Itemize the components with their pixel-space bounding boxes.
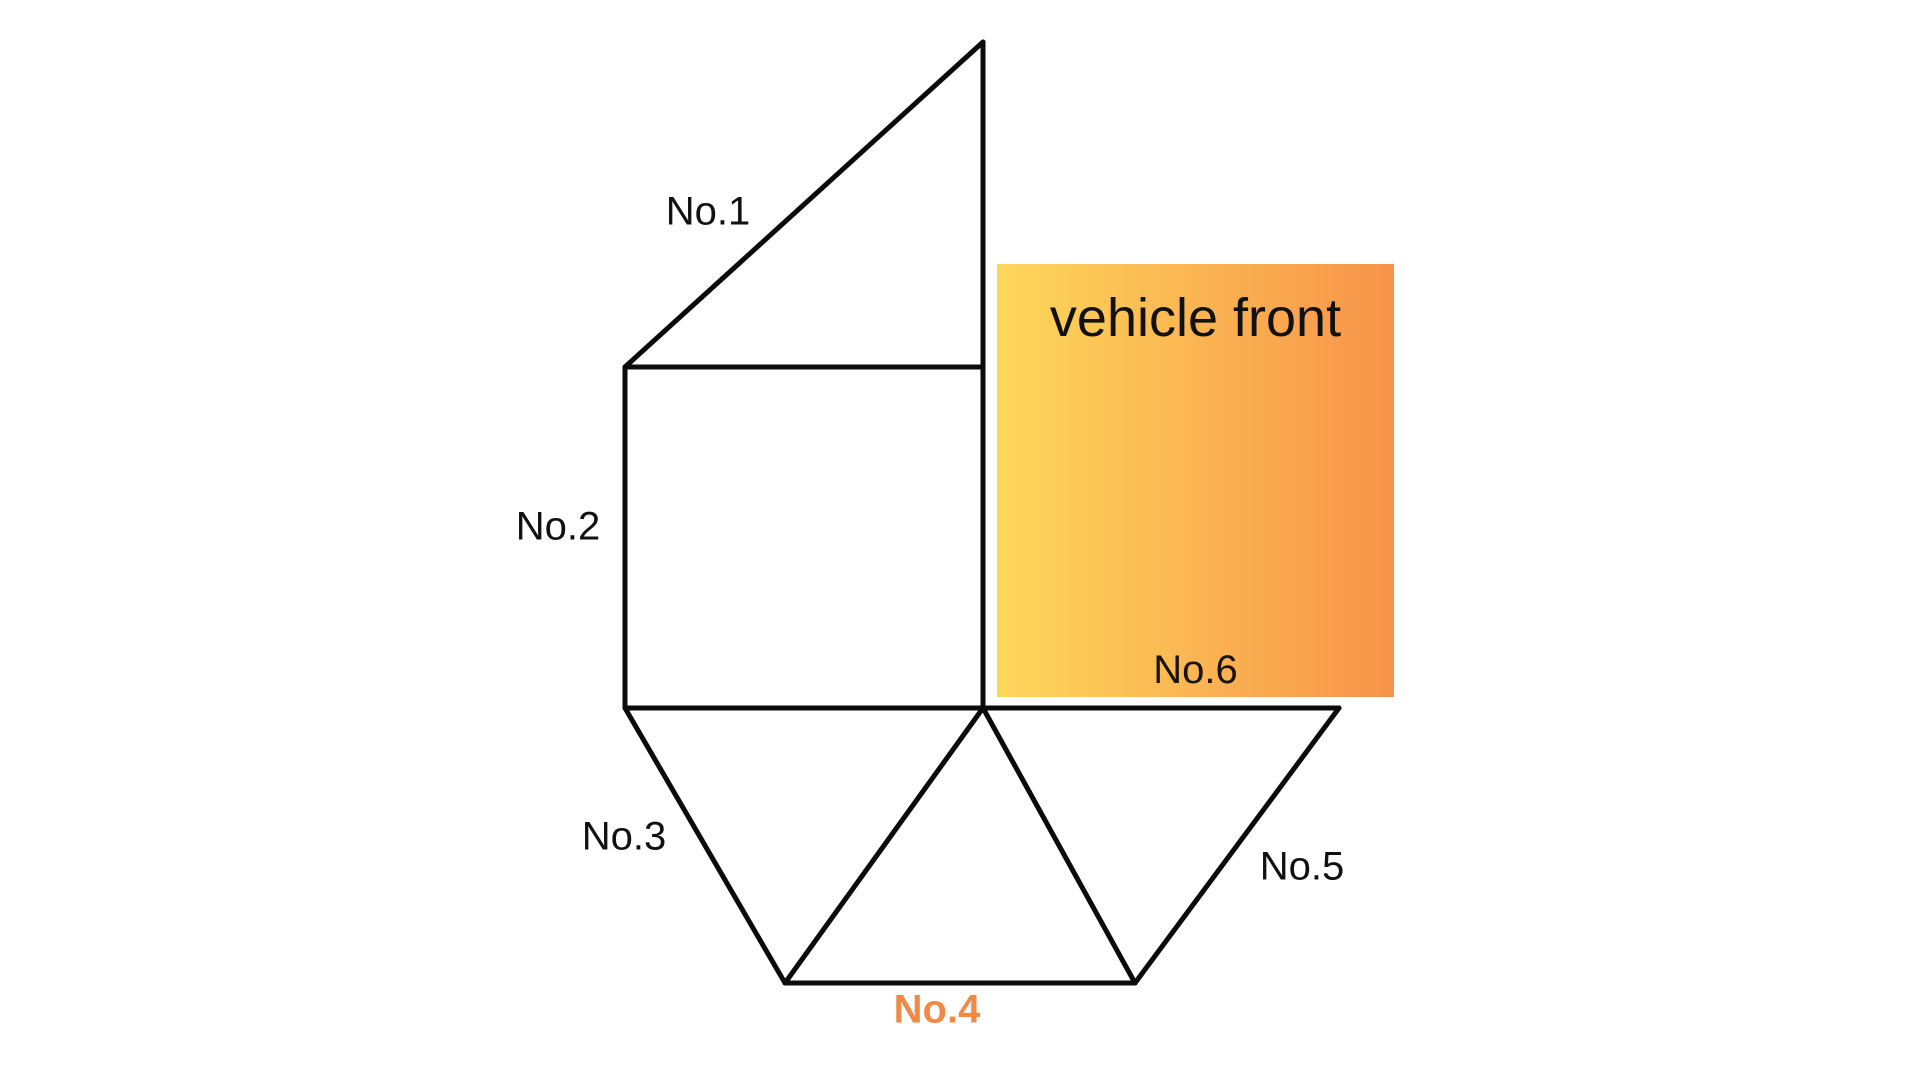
edge-no3-no4-divider <box>782 705 986 986</box>
label-no1: No.1 <box>665 189 751 234</box>
label-no4: No.4 <box>893 987 981 1032</box>
vehicle-front-label-text: vehicle front <box>1049 288 1342 348</box>
vehicle-front-panel: vehicle front No.6 <box>997 264 1394 697</box>
edge-no4-no5-divider <box>980 705 1138 986</box>
label-no3: No.3 <box>581 814 667 859</box>
label-no5: No.5 <box>1259 844 1345 889</box>
vehicle-front-label: vehicle front <box>997 286 1394 351</box>
label-no2: No.2 <box>515 504 601 549</box>
label-no6: No.6 <box>1153 648 1238 692</box>
